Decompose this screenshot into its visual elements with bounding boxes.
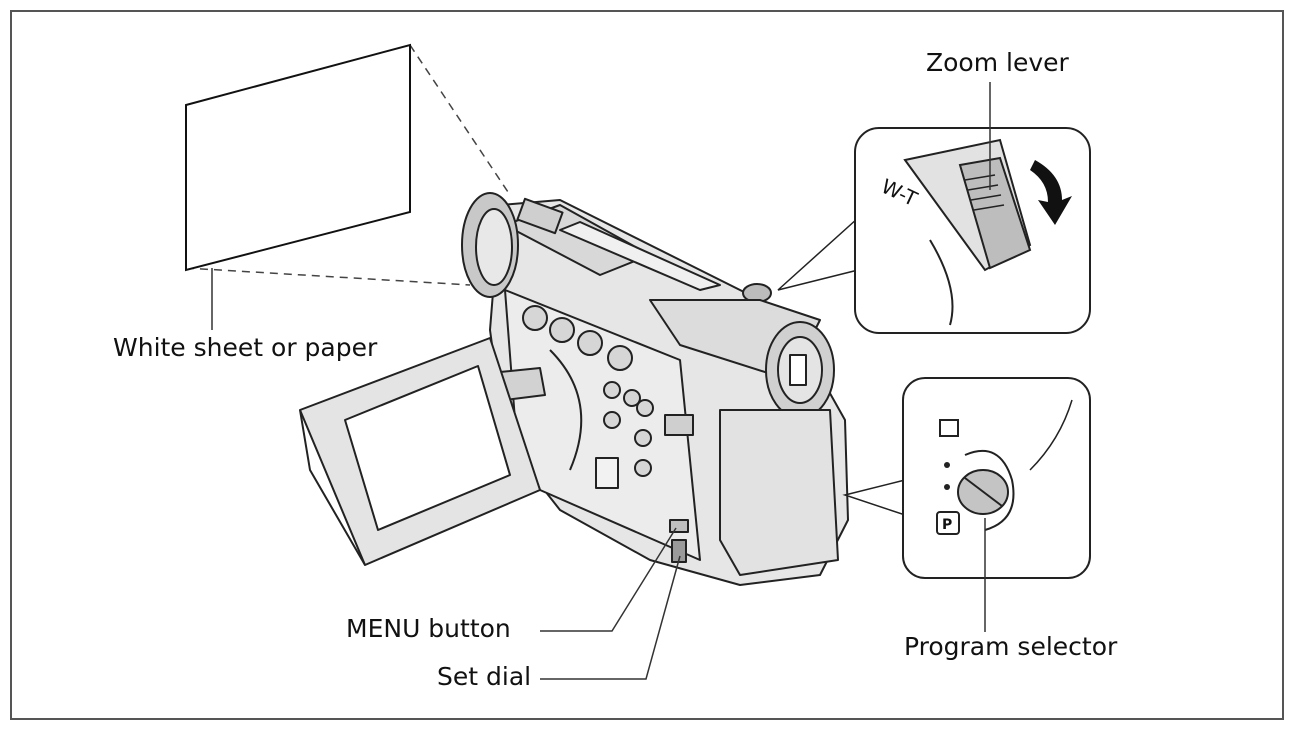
white-sheet-label: White sheet or paper [113, 333, 378, 362]
program-mode-p: P [942, 517, 952, 533]
menu-button-leader [540, 527, 677, 632]
zoom-lever-inset: W-T [777, 127, 1091, 334]
menu-button-shape [669, 519, 689, 533]
zoom-lever-label: Zoom lever [926, 48, 1069, 77]
program-selector-label: Program selector [904, 632, 1118, 661]
camcorder [461, 192, 849, 586]
set-dial-leader [540, 555, 681, 680]
set-dial-label: Set dial [437, 662, 532, 691]
lcd-panel [299, 337, 541, 566]
program-selector-inset: P [842, 377, 1091, 579]
menu-button-label: MENU button [346, 614, 511, 643]
white-sheet [185, 43, 511, 286]
